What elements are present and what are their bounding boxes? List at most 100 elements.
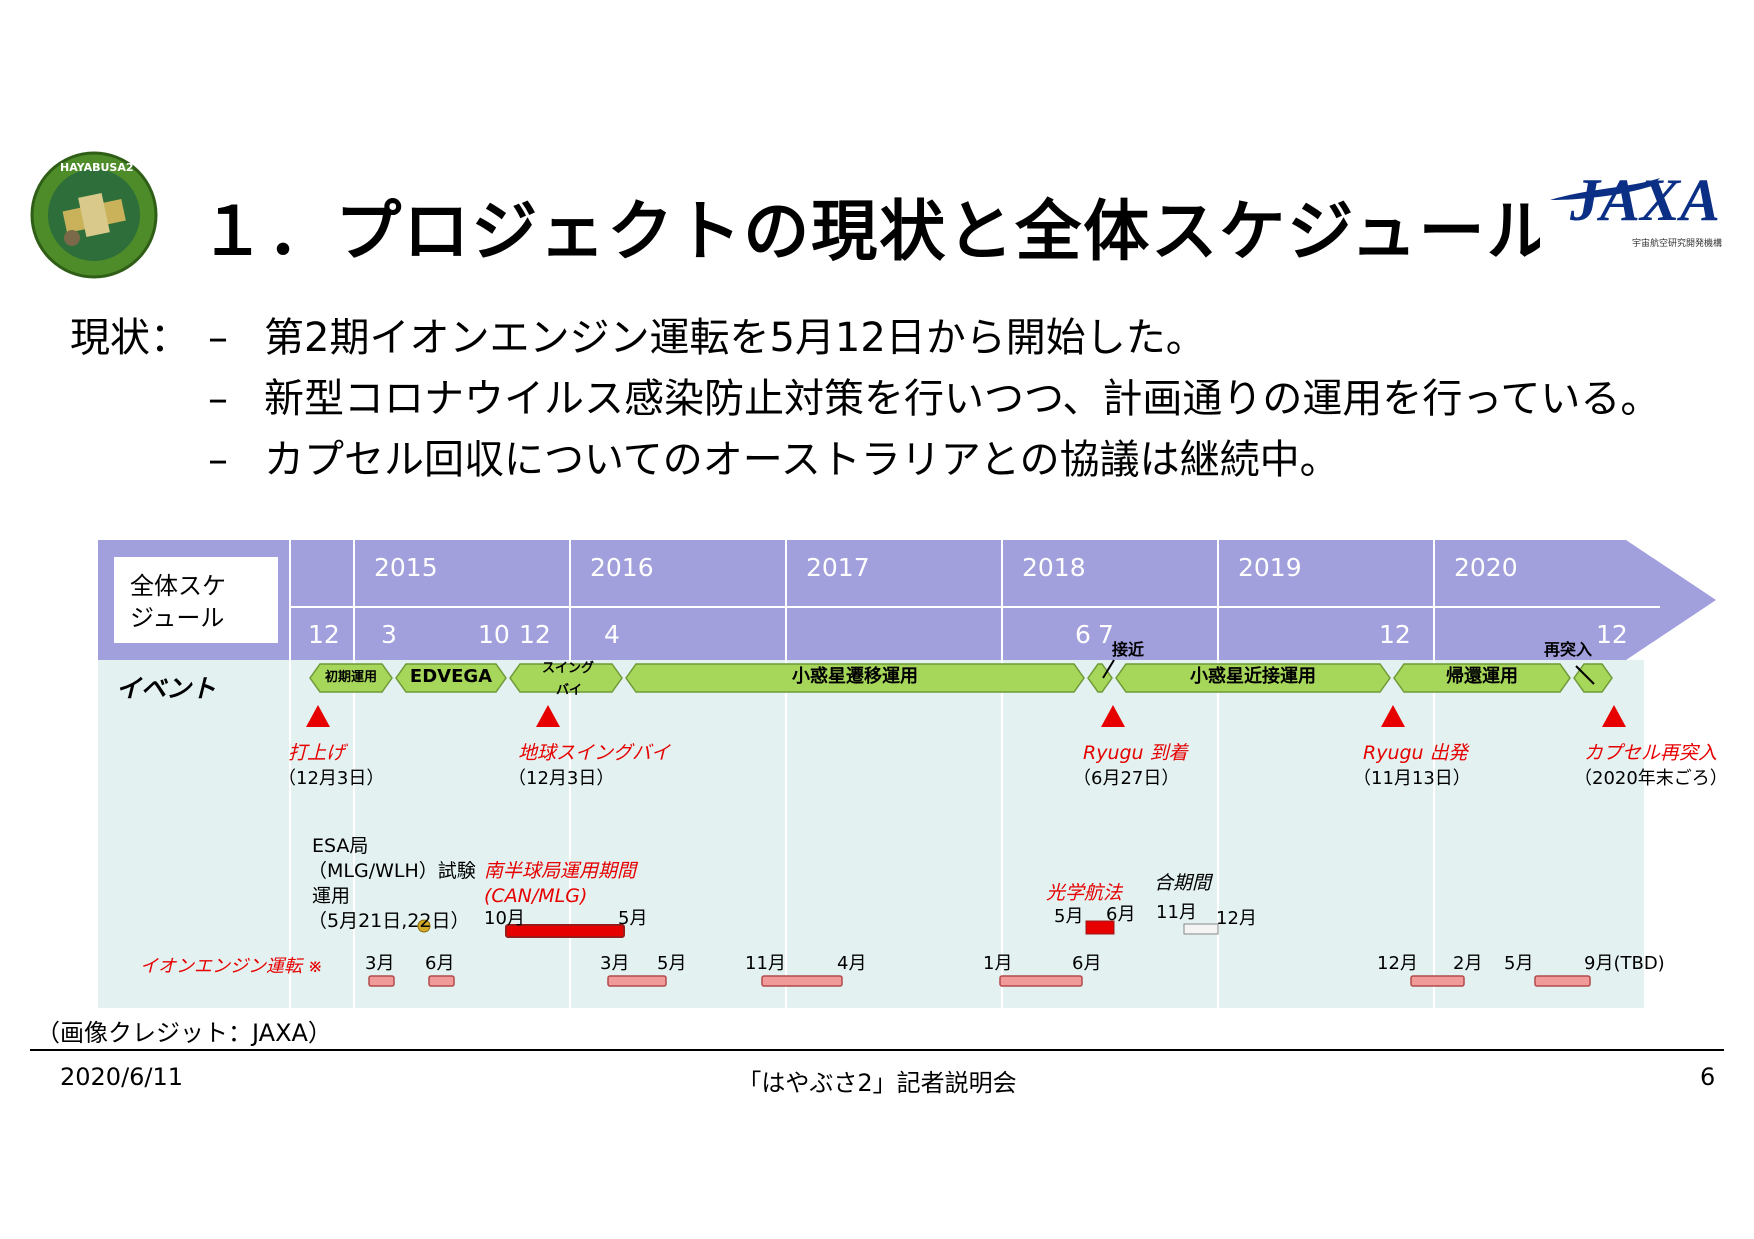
ion-engine-bar (368, 975, 395, 987)
southern-hemisphere-bar (505, 924, 625, 938)
image-credit: （画像クレジット：JAXA） (36, 1019, 332, 1047)
southern-end: 5月 (618, 908, 648, 929)
reentry-label: 再突入 (1544, 640, 1593, 659)
southern-start: 10月 (484, 908, 525, 929)
ion-engine-month: 4月 (837, 953, 867, 974)
status-item: –第2期イオンエンジン運転を5月12日から開始した。 (208, 305, 1206, 363)
milestone-date: （12月3日） (278, 768, 385, 789)
jaxa-logo-text: JAXA (1570, 167, 1721, 233)
milestone-marker (1101, 705, 1125, 727)
milestone-date: （12月3日） (508, 768, 615, 789)
ion-engine-month: 6月 (1072, 953, 1102, 974)
milestone-marker (536, 705, 560, 727)
jaxa-logo-subtext: 宇宙航空研究開発機構 (1632, 239, 1723, 249)
jaxa-logo: JAXA 宇宙航空研究開発機構 (1540, 148, 1723, 272)
month-label: 6 (1075, 620, 1091, 649)
conjunction-end: 12月 (1216, 908, 1257, 929)
milestone-marker (1602, 705, 1626, 727)
approach-label: 接近 (1112, 640, 1145, 659)
phase-arrow (1087, 663, 1113, 693)
ion-engine-month: 9月(TBD) (1584, 953, 1665, 974)
status-text: 第2期イオンエンジン運転を5月12日から開始した。 (264, 315, 1206, 361)
phase-label: 小惑星遷移運用 (792, 666, 918, 687)
milestone-date: （11月13日） (1353, 768, 1471, 789)
status-label: 現状： (70, 315, 190, 361)
ion-engine-month: 11月 (745, 953, 786, 974)
footer-date: 2020/6/11 (60, 1063, 184, 1091)
ion-engine-bar (761, 975, 843, 987)
chart-background (98, 660, 1644, 1008)
status-text: カプセル回収についてのオーストラリアとの協議は継続中。 (264, 437, 1340, 483)
milestone-date: （6月27日） (1073, 768, 1180, 789)
ion-engine-bar (428, 975, 455, 987)
milestone-marker (306, 705, 330, 727)
status-item: –新型コロナウイルス感染防止対策を行いつつ、計画通りの運用を行っている。 (208, 366, 1660, 424)
footer-title: 「はやぶさ2」記者説明会 (737, 1069, 1017, 1097)
milestone-marker (1381, 705, 1405, 727)
hayabusa2-logo-text: HAYABUSA2 (60, 161, 134, 174)
phase-label: EDVEGA (409, 666, 493, 687)
schedule-label-line2: ジュール (130, 604, 225, 632)
footer-divider (30, 1049, 1724, 1051)
ion-engine-month: 1月 (983, 953, 1013, 974)
esa-label: ESA局 (312, 835, 369, 857)
year-label: 2015 (374, 553, 438, 582)
ion-engine-bar (607, 975, 667, 987)
year-label: 2018 (1022, 553, 1086, 582)
schedule-label-box (114, 557, 278, 643)
month-label: 3 (381, 620, 397, 649)
page-title: １．プロジェクトの現状と全体スケジュール (199, 193, 1555, 270)
year-label: 2020 (1454, 553, 1518, 582)
event-row-label: イベント (116, 674, 217, 703)
milestone-name: 地球スイングバイ (518, 742, 671, 764)
esa-test-marker (417, 919, 431, 933)
phase-label: 小惑星近接運用 (1190, 666, 1316, 687)
optical-title: 光学航法 (1046, 882, 1123, 904)
conjunction-title: 合期間 (1154, 872, 1212, 894)
header-band (98, 540, 1716, 660)
schedule-label-line1: 全体スケ (130, 572, 226, 600)
conjunction-bar (1183, 923, 1219, 935)
conjunction-start: 11月 (1156, 902, 1197, 923)
milestone-name: Ryugu 到着 (1083, 742, 1188, 764)
phase-arrow (1115, 663, 1391, 693)
month-label: 12 (1379, 620, 1411, 649)
phase-arrow (309, 663, 393, 693)
esa-label: （MLG/WLH）試験 (308, 860, 476, 882)
ion-engine-month: 12月 (1377, 953, 1418, 974)
phase-arrow (625, 663, 1085, 693)
month-label: 7 (1098, 620, 1114, 649)
ion-engine-bar (1534, 975, 1591, 987)
phase-arrow (1393, 663, 1571, 693)
month-label: 12 (308, 620, 340, 649)
milestone-name: カプセル再突入 (1584, 742, 1718, 764)
milestone-date: （2020年末ごろ） (1574, 768, 1728, 789)
esa-label: 運用 (312, 885, 351, 907)
phase-arrow (509, 663, 623, 693)
ion-engine-month: 3月 (365, 953, 395, 974)
phase-arrow (395, 663, 507, 693)
hayabusa2-logo: HAYABUSA2 (24, 150, 164, 284)
optical-navigation-bar (1085, 920, 1115, 935)
status-dash: – (208, 437, 228, 483)
status-dash: – (208, 315, 228, 361)
ion-engine-label: イオンエンジン運転 ※ (140, 956, 323, 977)
southern-title: 南半球局運用期間 (484, 860, 637, 882)
ion-engine-bar (999, 975, 1083, 987)
milestone-name: Ryugu 出発 (1363, 742, 1468, 764)
phase-label: 帰還運用 (1446, 666, 1518, 687)
month-label: 12 (519, 620, 551, 649)
ion-engine-month: 2月 (1453, 953, 1483, 974)
status-text: 新型コロナウイルス感染防止対策を行いつつ、計画通りの運用を行っている。 (264, 376, 1661, 422)
year-label: 2019 (1238, 553, 1302, 582)
year-label: 2016 (590, 553, 654, 582)
ion-engine-bar (1410, 975, 1465, 987)
status-item: –カプセル回収についてのオーストラリアとの協議は継続中。 (208, 427, 1340, 485)
ion-engine-month: 3月 (600, 953, 630, 974)
ion-engine-month: 6月 (425, 953, 455, 974)
page-number: 6 (1700, 1063, 1716, 1091)
optical-end: 6月 (1106, 904, 1136, 925)
ion-engine-month: 5月 (1504, 953, 1534, 974)
status-dash: – (208, 376, 228, 422)
swingby-label: スイング (542, 661, 595, 676)
